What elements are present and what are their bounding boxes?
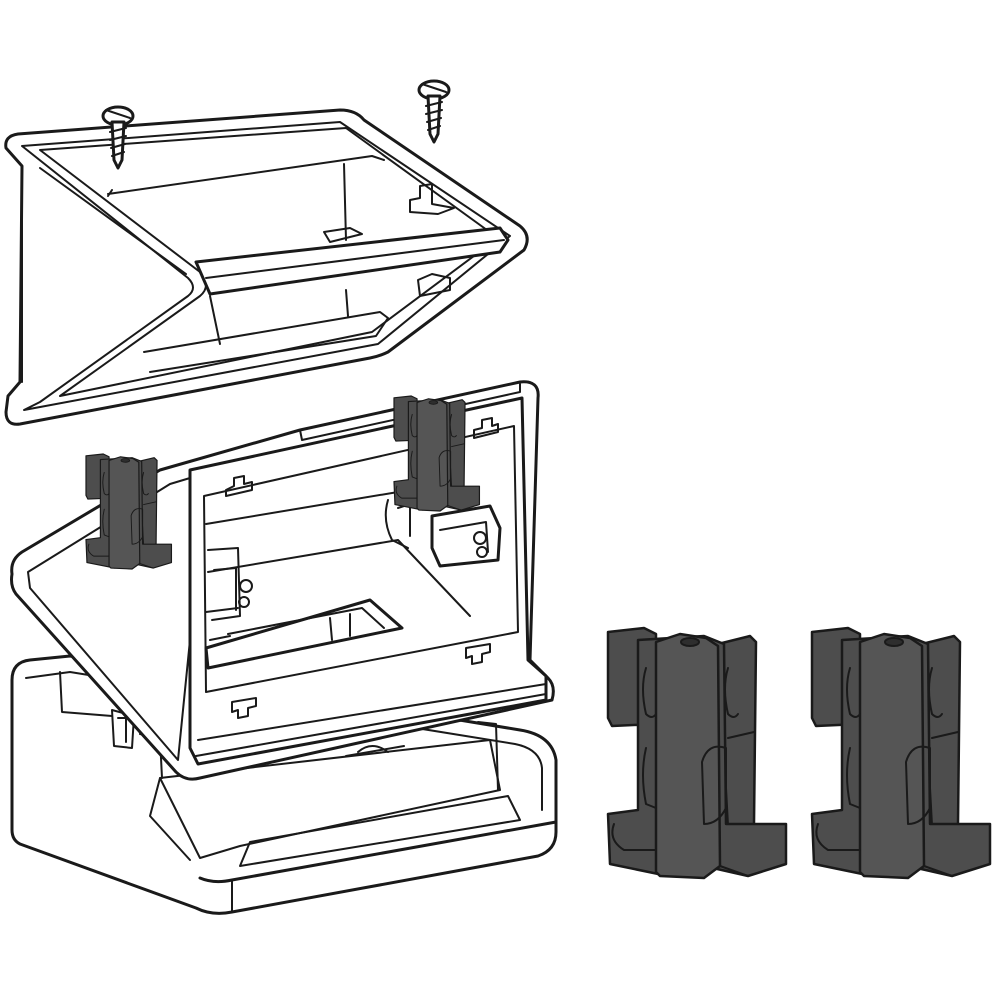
clip-loose-right: [810, 626, 992, 880]
screw-right: [417, 79, 451, 144]
screw-left: [101, 105, 135, 170]
top-frame: [4, 108, 529, 426]
clip-loose-left: [606, 626, 788, 880]
